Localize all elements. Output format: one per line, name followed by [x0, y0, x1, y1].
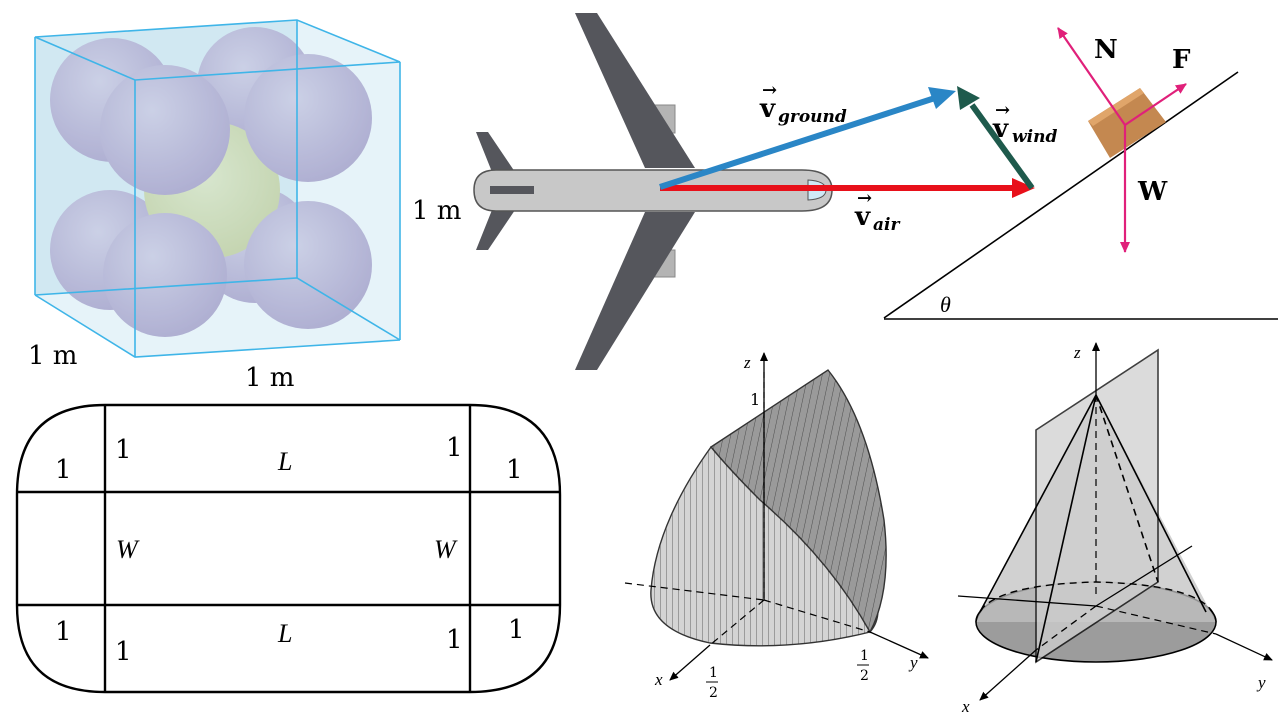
track-label: 1 — [55, 455, 72, 485]
solid1-diagram: z y x 1 1 2 1 2 — [624, 352, 929, 701]
track-label: 1 — [115, 637, 132, 667]
track-label: 1 — [446, 625, 463, 655]
track-label: 1 — [506, 455, 523, 485]
v-wind-symbol: v — [992, 114, 1009, 144]
z-axis-label: z — [1073, 343, 1081, 362]
cube-depth-label: 1 m — [28, 341, 77, 371]
wing-top — [575, 13, 695, 168]
y-axis — [1215, 633, 1273, 661]
angle-theta: θ — [940, 292, 951, 317]
normal-force-label: N — [1094, 35, 1118, 65]
track-label-L: L — [277, 619, 292, 648]
fuselage-detail — [490, 186, 534, 194]
x-axis-hidden — [1035, 605, 1097, 651]
airplane-diagram: v → ground v → wind v → air — [473, 13, 1057, 370]
wing-bottom — [575, 212, 695, 370]
track-label: 1 — [508, 615, 525, 645]
z-tick-label: 1 — [750, 390, 760, 409]
track-label: 1 — [55, 617, 72, 647]
y-axis-label: y — [1256, 673, 1266, 692]
track-label: 1 — [446, 433, 463, 463]
sphere — [103, 213, 227, 337]
sphere — [244, 201, 372, 329]
track-label-L: L — [277, 447, 292, 476]
tail-top — [476, 132, 515, 172]
vector-arrow-glyph: → — [995, 100, 1010, 121]
v-air-symbol: v — [854, 202, 871, 232]
cube-diagram: 1 m 1 m 1 m — [28, 19, 461, 393]
v-air-arrowhead — [1012, 178, 1035, 198]
cone-section-hidden — [1095, 394, 1159, 583]
v-ground-sub: ground — [778, 107, 847, 127]
cone-section-line — [1035, 394, 1097, 663]
vector-arrow-glyph: → — [857, 188, 872, 209]
y-axis-hidden — [1095, 605, 1217, 635]
sphere — [244, 54, 372, 182]
v-ground-arrow — [659, 95, 936, 190]
v-ground-label: v → ground — [759, 80, 847, 127]
x-axis-back — [1095, 545, 1193, 607]
incline-surface — [883, 71, 1239, 319]
x-axis-label: x — [654, 670, 663, 689]
cube-glass — [35, 20, 400, 357]
v-wind-arrow — [969, 103, 1035, 190]
y-axis-label: y — [908, 653, 918, 672]
normal-force-arrow — [1057, 27, 1126, 126]
vector-arrow-glyph: → — [762, 80, 777, 101]
x-axis-label: x — [961, 697, 970, 716]
y-axis — [869, 631, 929, 659]
v-ground-arrowhead — [928, 87, 956, 109]
v-air-sub: air — [873, 215, 900, 235]
x-axis — [669, 644, 711, 681]
cone-edge-right — [1095, 394, 1207, 613]
sphere — [100, 65, 230, 195]
applied-force-arrow — [1124, 83, 1187, 126]
z-axis-label: z — [743, 353, 751, 372]
track-label: 1 — [115, 435, 132, 465]
track-label-W: W — [434, 535, 458, 564]
incline-diagram: θ N F W — [883, 27, 1278, 320]
y-axis-hidden — [763, 599, 871, 633]
track-labels: 1 1 L 1 1 W W 1 1 L 1 1 — [55, 433, 525, 667]
v-wind-label: v → wind — [992, 100, 1057, 147]
weight-label: W — [1137, 177, 1168, 207]
track-label-W: W — [116, 535, 140, 564]
block-top — [1088, 88, 1144, 126]
cube-height-label: 1 m — [412, 196, 461, 226]
x-tick-numerator: 1 — [709, 665, 718, 681]
tail-bottom — [476, 210, 515, 250]
y-tick-numerator: 1 — [860, 648, 869, 664]
cone-edge-left — [979, 394, 1097, 613]
cube-width-label: 1 m — [245, 363, 294, 393]
y-tick-denominator: 2 — [860, 668, 869, 684]
x-axis — [979, 649, 1037, 701]
track-diagram — [15, 403, 562, 694]
applied-force-label: F — [1172, 45, 1191, 75]
v-air-label: v → air — [854, 188, 900, 235]
v-wind-sub: wind — [1012, 127, 1057, 147]
cube-edges — [34, 19, 401, 358]
solid2-diagram: z y x — [957, 342, 1273, 716]
y-axis-back — [957, 595, 1097, 607]
fuselage — [473, 169, 833, 212]
v-wind-arrowhead — [957, 86, 980, 110]
x-tick-denominator: 2 — [709, 685, 718, 701]
v-ground-symbol: v — [759, 94, 776, 124]
